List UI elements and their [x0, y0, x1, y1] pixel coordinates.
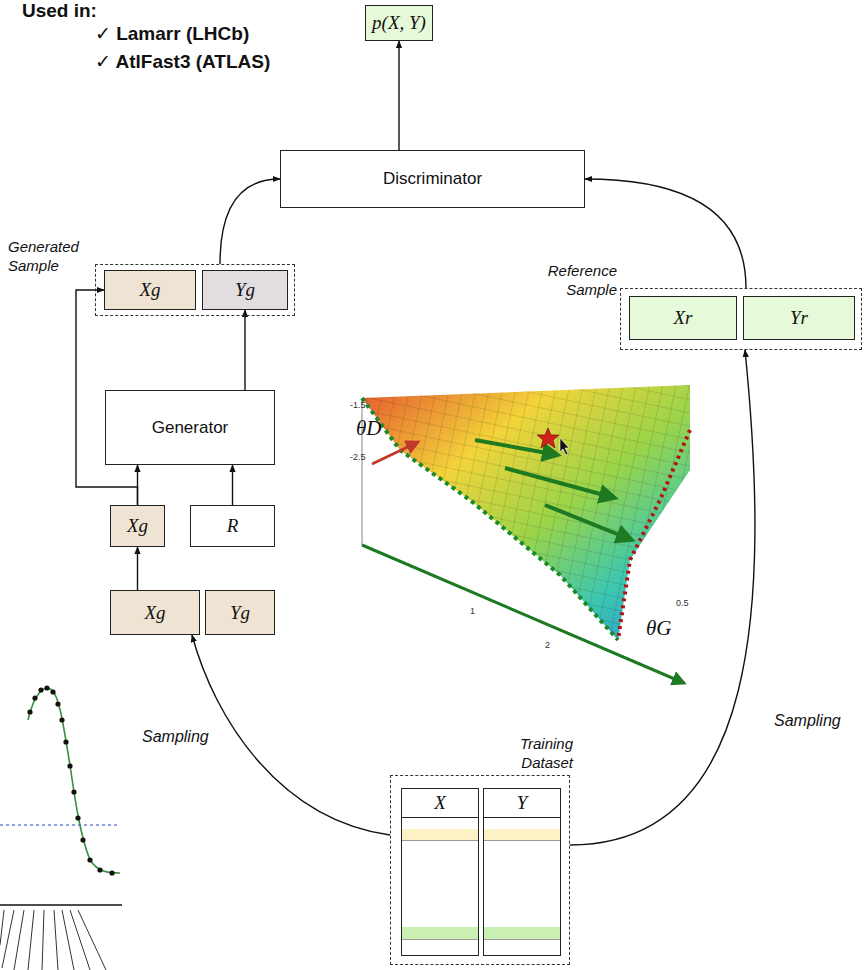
- usage-item: ✓ AtlFast3 (ATLAS): [95, 50, 270, 73]
- box-label: Discriminator: [383, 169, 482, 189]
- parameter-label: θG: [646, 616, 671, 641]
- reference-sample-group: Reference SampleXrYr: [620, 288, 862, 350]
- box-label: Xg: [127, 515, 148, 537]
- axis-tick: 2: [545, 640, 550, 650]
- axis-tick: -1.5: [350, 400, 366, 410]
- generated-sample-group: Generated SampleXgYg: [95, 264, 295, 316]
- edge-label: Sampling: [772, 712, 843, 730]
- training-dataset-group: Training DatasetXY: [390, 775, 570, 965]
- box-label: Xr: [674, 307, 693, 329]
- flow-arrow: [220, 179, 280, 264]
- axis-tick: 1: [470, 606, 475, 616]
- dataset-column: Y: [483, 788, 561, 956]
- edge-label: Sampling: [140, 728, 211, 746]
- loss-surface-illustration: [350, 382, 690, 690]
- box-label: Y: [517, 792, 528, 814]
- flow-arrow: [244, 310, 245, 390]
- flow-arrow: [570, 350, 755, 845]
- output-box: p(X, Y): [365, 5, 433, 41]
- parameter-label: θD: [356, 416, 381, 441]
- target-box: Yg: [205, 590, 275, 635]
- feature-box: Xg: [104, 270, 196, 310]
- box-label: X: [434, 792, 446, 814]
- axis-tick: 0.5: [676, 598, 689, 608]
- discriminator-box: Discriminator: [280, 150, 585, 208]
- flow-arrow: [232, 465, 233, 505]
- target-box: Yr: [743, 296, 855, 340]
- feature-box: Xg: [110, 505, 165, 547]
- dataset-column: X: [401, 788, 479, 956]
- target-box: Yg: [202, 270, 288, 310]
- group-heading: Generated Sample: [8, 237, 90, 275]
- feature-box: Xg: [110, 590, 200, 635]
- box-label: Generator: [152, 418, 229, 438]
- column-header: Y: [484, 789, 560, 817]
- box-label: Xg: [144, 602, 165, 624]
- feature-box: Xr: [629, 296, 737, 340]
- column-header: X: [402, 789, 478, 817]
- box-label: Yg: [230, 602, 250, 624]
- box-label: Yr: [790, 307, 808, 329]
- axis-tick: -2.5: [350, 452, 366, 462]
- box-label: p(X, Y): [372, 12, 426, 34]
- gaussian-plot-fragment: [0, 685, 122, 970]
- box-label: Yg: [235, 279, 255, 301]
- group-heading: Training Dataset: [483, 734, 573, 772]
- box-label: R: [227, 515, 239, 537]
- heading-note: Used in:: [22, 0, 97, 22]
- flow-arrow: [192, 635, 390, 835]
- box-label: Xg: [139, 279, 160, 301]
- flow-arrow: [398, 41, 399, 150]
- generator-box: Generator: [105, 390, 275, 465]
- noise-box: R: [190, 505, 275, 547]
- usage-item: ✓ Lamarr (LHCb): [95, 22, 249, 45]
- group-heading: Reference Sample: [537, 261, 617, 299]
- flow-arrow: [137, 547, 138, 590]
